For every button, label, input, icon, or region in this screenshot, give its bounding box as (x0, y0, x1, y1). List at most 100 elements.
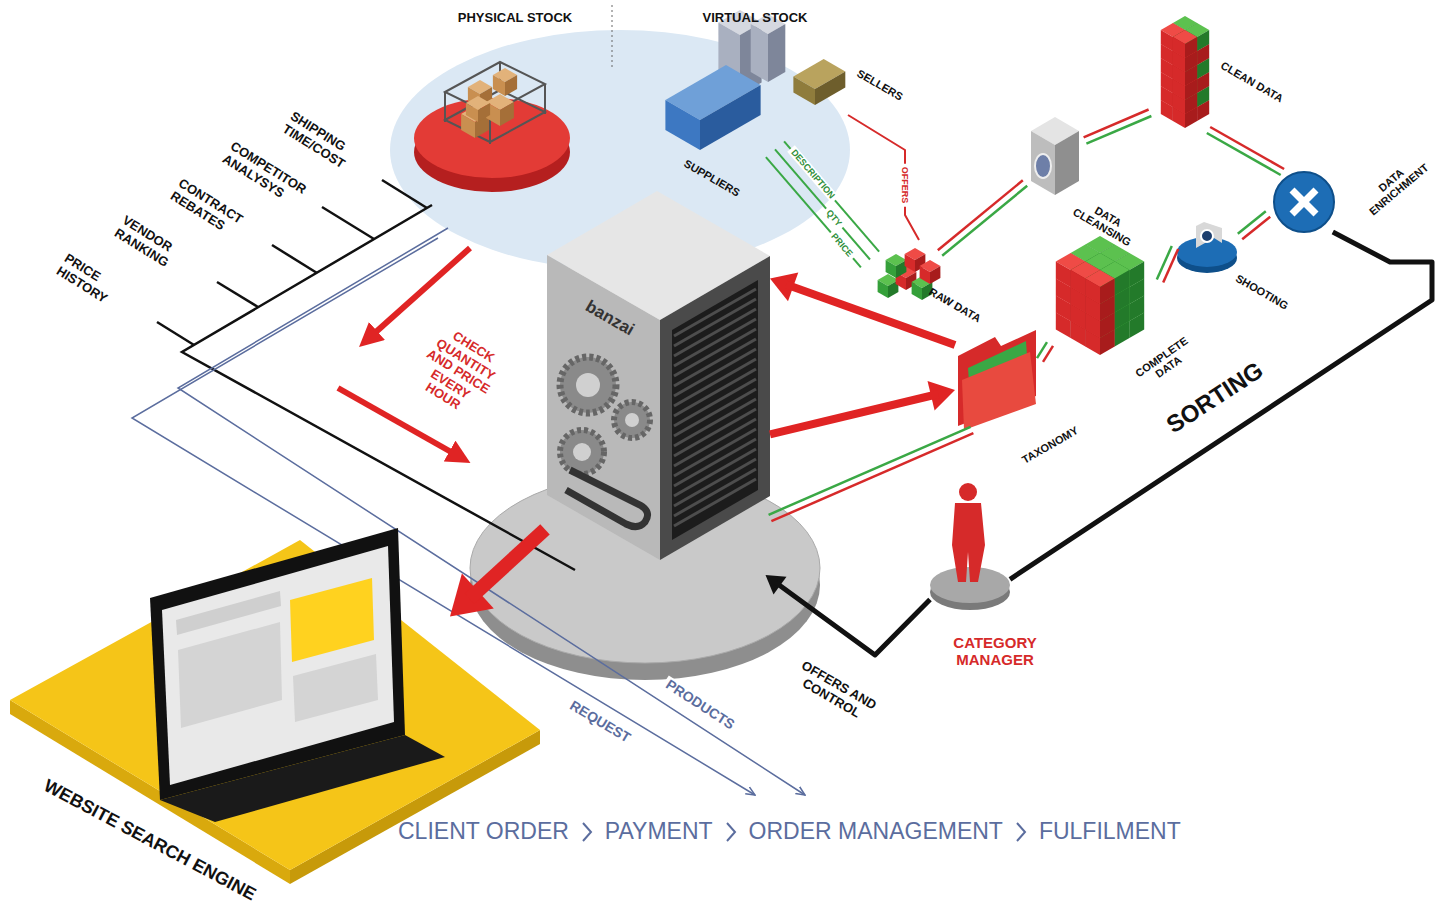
server-node: banzai (545, 195, 770, 575)
screen-block (290, 578, 374, 662)
vent-slit (674, 449, 756, 496)
gear-belt (566, 470, 648, 527)
check-arrow (368, 248, 470, 339)
data-cube (1056, 262, 1071, 288)
data-line (771, 433, 973, 521)
node-label: TAXONOMY (1020, 424, 1080, 466)
flow-step: ORDER MANAGEMENT (749, 818, 1003, 845)
data-line (769, 427, 971, 515)
bracket-tick (157, 322, 194, 345)
data-cube (1173, 37, 1185, 58)
data-line (1238, 211, 1266, 234)
node-label: RAW DATA (927, 285, 983, 324)
washer-door (1035, 154, 1051, 178)
vent-slit (674, 389, 756, 436)
vent-slit (674, 319, 756, 366)
connector-line (1010, 232, 1432, 579)
seller-shop (815, 72, 845, 106)
edge-label: QTY (822, 205, 846, 230)
data-line (1157, 246, 1172, 280)
server-front (547, 255, 660, 560)
data-cleansing-node: DATA CLEANSING (1025, 115, 1085, 200)
data-cube (930, 266, 940, 284)
enrichment-disc (1274, 172, 1334, 232)
shelf-plane (445, 90, 545, 142)
connector-line (848, 115, 919, 240)
node-label: DATA ENRICHMENT (1353, 147, 1438, 224)
vent-slit (674, 379, 756, 426)
edge-label: OFFERS AND CONTROL (782, 653, 888, 731)
data-cube (1115, 270, 1130, 296)
virtual-stock-node: VIRTUAL STOCKSUPPLIERSSELLERS (625, 25, 915, 195)
shelf-post (544, 84, 546, 114)
chevron-stroke (1017, 823, 1025, 841)
vent-slit (674, 309, 756, 356)
shelf-plane (445, 62, 545, 114)
node-label: WEBSITE SEARCH ENGINE (41, 775, 260, 904)
plus-mark (1292, 190, 1316, 214)
server-side (660, 256, 770, 560)
taxonomy-node: TAXONOMY (955, 330, 1040, 430)
bracket-tick (322, 207, 374, 239)
gear (560, 357, 616, 413)
gear-hub (625, 413, 639, 427)
physical-stock-node: PHYSICAL STOCK (410, 55, 575, 175)
website-search-engine-node: WEBSITE SEARCH ENGINE (150, 528, 450, 823)
vent-slit (674, 299, 756, 346)
vent-slit (674, 289, 756, 336)
chevron (1015, 820, 1027, 844)
complete-data-node: COMPLETE DATA (1050, 225, 1160, 365)
vent-slit (674, 409, 756, 456)
connector (1238, 211, 1270, 239)
data-line (942, 186, 1027, 256)
note-label: CHECK QUANTITY AND PRICE EVERY HOUR (405, 320, 511, 424)
data-cube (1129, 262, 1144, 288)
vent-slit (674, 369, 756, 416)
vent-slit (674, 459, 756, 506)
connector (770, 273, 955, 345)
data-line (938, 180, 1023, 250)
data-line (1163, 249, 1178, 283)
factor-label: PRICE HISTORY (54, 251, 154, 329)
edge-label: OFFERS (900, 164, 910, 207)
data-cube (1100, 279, 1115, 305)
screen-page (162, 546, 394, 785)
vent-slit (674, 399, 756, 446)
node-label: VIRTUAL STOCK (703, 11, 808, 26)
connector (450, 529, 545, 616)
data-cube (1161, 30, 1173, 51)
line-label: PRODUCTS (660, 675, 739, 734)
data-cube (1085, 279, 1100, 305)
data-cube (1185, 37, 1197, 58)
vent-slit (674, 359, 756, 406)
server-vent-panel (672, 280, 758, 540)
node-label: SHOOTING (1234, 272, 1291, 312)
camera (1196, 222, 1222, 248)
gears (560, 357, 650, 527)
shooting-node: SHOOTING (1175, 220, 1240, 275)
node-label: SUPPLIERS (682, 157, 742, 199)
factor-label: VENDOR RANKING (112, 213, 212, 291)
connector (1157, 246, 1178, 282)
edge-label: DESCRIPTION (787, 146, 839, 204)
sellers-node: SELLERS (785, 60, 855, 115)
bracket-line (182, 205, 575, 570)
node-label: CATEGORY MANAGER (940, 635, 1050, 669)
node-label: SELLERS (855, 67, 905, 103)
connector (848, 115, 919, 240)
vent-slit (674, 429, 756, 476)
connector-line (776, 582, 930, 655)
factor-label: CONTRACT REBATES (168, 176, 268, 254)
laptop-screen (150, 528, 405, 800)
washer-front (1031, 131, 1055, 195)
chevron-stroke (727, 823, 735, 841)
data-cube (920, 266, 930, 284)
vent-slit (674, 419, 756, 466)
bracket (157, 180, 575, 570)
gear (560, 430, 604, 474)
connector (769, 427, 974, 521)
warehouse (700, 85, 761, 150)
